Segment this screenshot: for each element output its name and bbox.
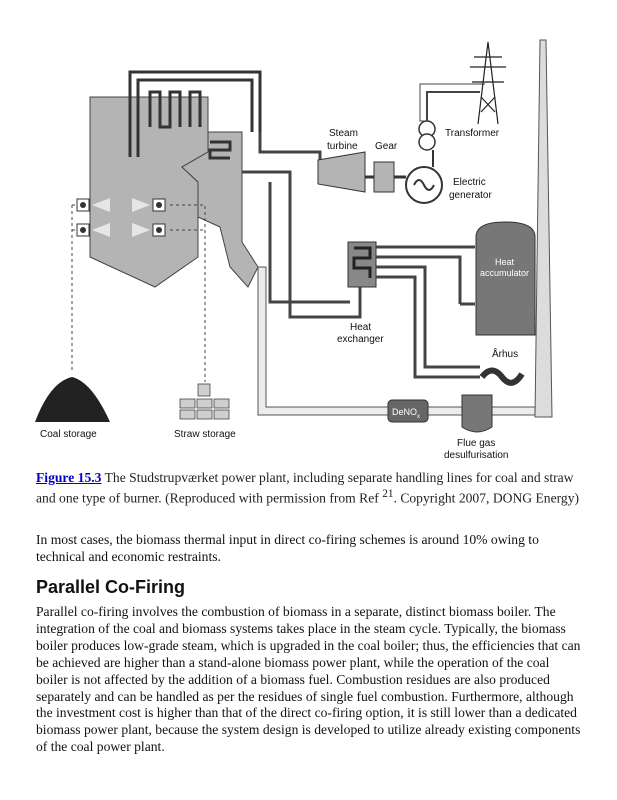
fuel-feed-lines <box>71 204 206 382</box>
coal-pile <box>35 377 110 422</box>
burners <box>76 198 166 237</box>
flue-gas-duct <box>257 266 536 416</box>
label-steam: Steam <box>329 128 358 139</box>
label-heat-accumulator-1: Heat <box>495 257 515 267</box>
heat-accumulator <box>475 221 536 336</box>
economiser-coil <box>208 140 232 160</box>
label-denox: DeNOx <box>392 407 420 420</box>
gear <box>373 161 395 193</box>
denox-unit <box>387 399 429 423</box>
label-heat-exchanger-1: Heat <box>350 322 371 333</box>
figure-caption: Figure 15.3 The Studstrupværket power pl… <box>36 469 581 507</box>
figure-reference-link[interactable]: Figure 15.3 <box>36 470 102 485</box>
caption-text: The Studstrupværket power plant, includi… <box>36 470 574 506</box>
aarhus-arrow <box>479 367 525 386</box>
superheater-tubes <box>128 70 262 157</box>
pylon <box>470 41 506 125</box>
label-electric: Electric <box>453 177 486 188</box>
label-desulfurisation: desulfurisation <box>444 450 508 461</box>
chimney <box>534 39 553 418</box>
label-flue-gas: Flue gas <box>457 438 495 449</box>
steam-turbine <box>317 151 366 193</box>
label-transformer: Transformer <box>445 128 500 139</box>
label-heat-accumulator-2: accumulator <box>480 268 529 278</box>
power-plant-diagram: Steam turbine Gear Transformer Electric … <box>35 39 553 461</box>
label-generator: generator <box>449 190 492 201</box>
caption-text-end: . Copyright 2007, DONG Energy) <box>393 490 580 506</box>
label-straw-storage: Straw storage <box>174 429 236 440</box>
label-gear: Gear <box>375 141 398 152</box>
section-heading: Parallel Co-Firing <box>36 577 186 597</box>
power-plant-figure: Steam turbine Gear Transformer Electric … <box>30 32 590 462</box>
label-coal-storage: Coal storage <box>40 429 97 440</box>
label-turbine: turbine <box>327 141 358 152</box>
body-paragraph: In most cases, the biomass thermal input… <box>36 532 539 564</box>
flue-gas-desulfurisation-unit <box>461 394 493 433</box>
caption-ref-superscript: 21 <box>382 488 394 500</box>
transformer <box>418 83 485 167</box>
section-body-paragraph: Parallel co-firing involves the combusti… <box>36 604 581 755</box>
straw-bales <box>179 383 230 420</box>
label-aarhus: Århus <box>492 347 518 360</box>
district-heating-pipes <box>376 245 480 379</box>
label-heat-exchanger-2: exchanger <box>337 334 384 345</box>
boiler-second-pass <box>181 131 259 288</box>
